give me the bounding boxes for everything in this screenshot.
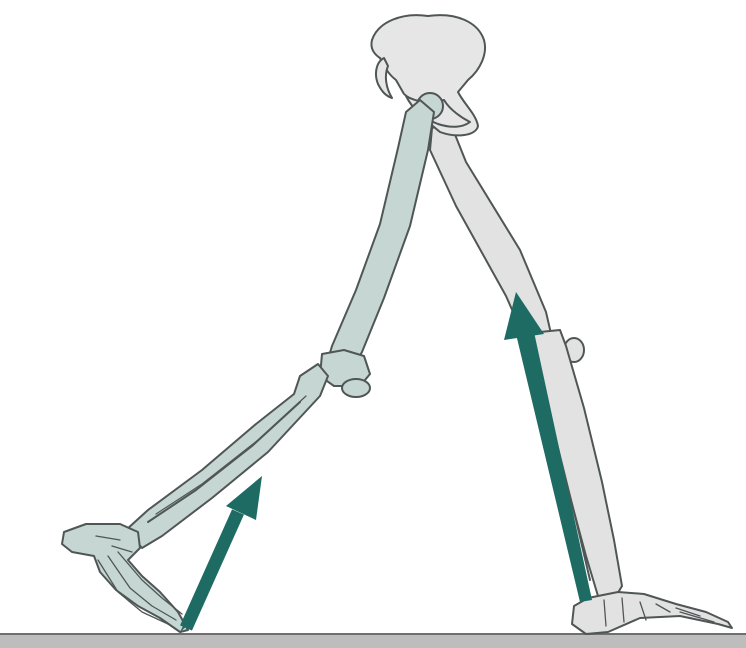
ground-surface [0,634,746,648]
front-arrow-shaft [186,512,238,628]
front-femur [326,100,434,372]
front-leg [62,93,443,632]
rear-foot [572,592,732,634]
rear-femur [430,122,552,352]
front-patella [342,379,370,397]
front-tibia [126,364,328,548]
ground [0,634,746,648]
